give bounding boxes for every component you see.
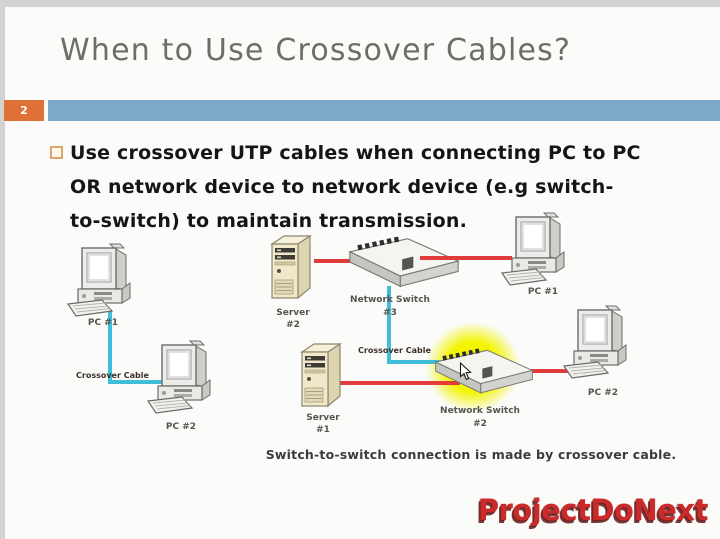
diagram-caption: Switch-to-switch connection is made by c…: [265, 447, 677, 462]
pc-icon: [562, 305, 644, 383]
device-label-server2: Server #2: [268, 307, 318, 331]
server-icon: [266, 234, 316, 304]
server-icon: [296, 342, 346, 412]
bullet-line-3: to-switch) to maintain transmission.: [70, 210, 468, 232]
device-label-switch2-number: #2: [473, 419, 487, 429]
bullet-line-1: Use crossover UTP cables when connecting…: [70, 142, 641, 164]
device-label-pc1-left: PC #1: [87, 318, 119, 328]
cable-label-right: Crossover Cable: [358, 346, 431, 355]
server1-name: Server: [306, 413, 340, 423]
accent-bar: [48, 100, 720, 121]
slide-title: When to Use Crossover Cables?: [60, 33, 572, 68]
pc-icon: [66, 243, 148, 321]
device-label-pc2-left: PC #2: [165, 422, 197, 432]
cable-switch2-pc2: [508, 369, 570, 373]
cable-server1-switch2: [340, 381, 460, 385]
slide-number-badge: 2: [4, 100, 44, 121]
device-label-pc1-right: PC #1: [527, 287, 559, 297]
crossover-cable-left-vertical: [108, 310, 112, 384]
cable-server2-switch3: [314, 259, 364, 263]
frame-left-edge: [0, 0, 5, 539]
network-switch-icon: [348, 236, 460, 290]
pc-icon: [500, 212, 582, 290]
device-label-switch2: Network Switch: [440, 406, 520, 416]
server2-number: #2: [286, 320, 300, 330]
bullet-square-icon: [50, 146, 63, 159]
network-switch-icon: [434, 344, 534, 400]
crossover-cable-right-vertical: [387, 286, 391, 364]
server2-name: Server: [276, 308, 310, 318]
watermark-logo: ProjectDoNext: [477, 493, 709, 527]
device-label-switch3-number: #3: [383, 308, 397, 318]
cable-label-left: Crossover Cable: [76, 371, 149, 380]
server1-number: #1: [316, 425, 330, 435]
device-label-server1: Server #1: [298, 412, 348, 436]
crossover-cable-left-horizontal: [108, 380, 180, 384]
pc-icon: [146, 340, 228, 418]
cable-switch3-pc1: [420, 256, 512, 260]
crossover-cable-right-horizontal: [387, 360, 449, 364]
device-label-switch3: Network Switch: [350, 295, 430, 305]
device-label-pc2-right: PC #2: [587, 388, 619, 398]
frame-top-edge: [0, 0, 720, 7]
bullet-line-2: OR network device to network device (e.g…: [70, 176, 614, 198]
bullet-text: Use crossover UTP cables when connecting…: [70, 136, 641, 238]
mouse-cursor-icon: [459, 362, 472, 381]
